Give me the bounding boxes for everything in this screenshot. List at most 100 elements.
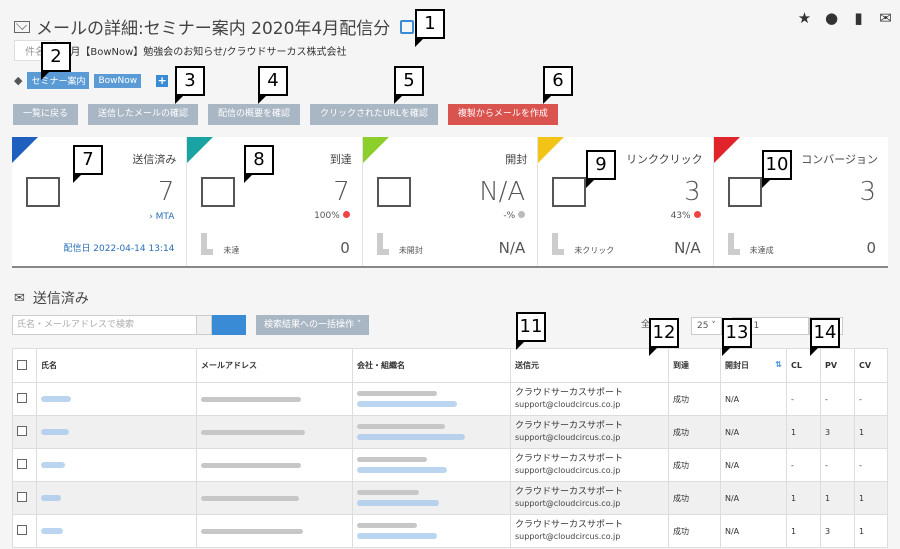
- sub-arrow-icon: [376, 233, 389, 255]
- edit-icon[interactable]: [400, 19, 415, 34]
- section-title: ✉ 送信済み: [14, 288, 89, 308]
- redacted-company-link[interactable]: [357, 434, 465, 440]
- page-title-text: メールの詳細:セミナー案内 2020年4月配信分: [36, 19, 391, 39]
- search-dropdown[interactable]: [196, 315, 212, 335]
- bulk-action-button[interactable]: 検索結果への一括操作 ˅: [256, 315, 370, 335]
- check-sent-mail-button[interactable]: 送信したメールの確認: [88, 104, 199, 125]
- table-header-row: 氏名 メールアドレス 会社・組織名 送信元 到達 開封日⇅ CL PV CV: [12, 348, 888, 383]
- col-name[interactable]: 氏名: [36, 348, 197, 383]
- company-cell: [352, 514, 511, 548]
- name-cell[interactable]: [36, 448, 197, 482]
- row-checkbox[interactable]: [17, 426, 27, 436]
- status-dot-icon: [518, 211, 526, 218]
- company-cell: [352, 448, 511, 482]
- redacted-company: [357, 391, 437, 396]
- stat-label: 開封: [505, 153, 528, 166]
- name-cell[interactable]: [36, 481, 197, 515]
- row-select-cell: [12, 514, 37, 548]
- status-dot-icon: [693, 211, 701, 218]
- name-cell[interactable]: [36, 415, 197, 449]
- col-sender[interactable]: 送信元: [510, 348, 669, 383]
- col-pv[interactable]: PV: [820, 348, 855, 383]
- redacted-name[interactable]: [41, 527, 63, 534]
- mta-link[interactable]: › MTA: [149, 212, 175, 222]
- search-button[interactable]: [212, 315, 246, 335]
- sort-icon[interactable]: ⇅: [775, 360, 782, 369]
- stat-label: 到達: [329, 153, 352, 166]
- col-email[interactable]: メールアドレス: [196, 348, 353, 383]
- back-to-list-button[interactable]: 一覧に戻る: [13, 104, 79, 125]
- delivery-summary-button[interactable]: 配信の概要を確認: [208, 104, 301, 125]
- row-checkbox[interactable]: [17, 459, 27, 469]
- sub-value: 0: [866, 239, 877, 257]
- redacted-company: [357, 457, 427, 462]
- redacted-name[interactable]: [41, 395, 71, 402]
- page-input[interactable]: 1: [747, 317, 810, 335]
- clicked-urls-button[interactable]: クリックされたURLを確認: [310, 104, 438, 125]
- total-label: 全: [641, 320, 651, 330]
- company-cell: [352, 415, 511, 449]
- stat-value: 7: [333, 177, 350, 207]
- duplicate-mail-button[interactable]: 複製からメールを作成: [447, 104, 558, 125]
- redacted-email: [201, 462, 301, 468]
- redacted-company-link[interactable]: [357, 467, 447, 473]
- redacted-company-link[interactable]: [357, 401, 457, 407]
- row-checkbox[interactable]: [17, 492, 27, 502]
- col-cv[interactable]: CV: [854, 348, 888, 383]
- select-all-cell: [12, 348, 37, 383]
- pv-cell: 1: [820, 481, 855, 515]
- redacted-name[interactable]: [41, 428, 69, 435]
- callout-2: 2: [41, 42, 71, 80]
- envelope-icon[interactable]: ✉: [879, 9, 892, 27]
- open-mail-icon: [376, 177, 411, 207]
- redacted-company-link[interactable]: [357, 533, 437, 539]
- callout-1: 1: [415, 9, 445, 47]
- add-tag-button[interactable]: +: [156, 73, 169, 87]
- callout-4: 4: [258, 66, 288, 104]
- cl-cell: 1: [786, 481, 821, 515]
- col-arrival[interactable]: 到達: [668, 348, 721, 383]
- col-company[interactable]: 会社・組織名: [352, 348, 511, 383]
- callout-7: 7: [73, 145, 103, 183]
- name-cell[interactable]: [36, 382, 197, 416]
- tag-item[interactable]: BowNow: [94, 73, 142, 88]
- redacted-name[interactable]: [41, 461, 65, 468]
- email-cell: [196, 448, 353, 482]
- tag-item[interactable]: セミナー案内: [27, 72, 90, 89]
- stat-percent: 43%: [671, 211, 701, 221]
- row-select-cell: [12, 481, 37, 515]
- user-icon[interactable]: ●: [824, 9, 839, 27]
- stat-label: 送信済み: [132, 153, 177, 166]
- sub-arrow-icon: [201, 233, 214, 255]
- star-icon[interactable]: ★: [797, 9, 812, 27]
- pv-cell: -: [820, 382, 855, 416]
- redacted-name[interactable]: [41, 494, 61, 501]
- pv-cell: -: [820, 448, 855, 482]
- row-select-cell: [12, 382, 37, 416]
- redacted-company: [357, 424, 445, 429]
- row-checkbox[interactable]: [17, 525, 27, 535]
- row-checkbox[interactable]: [17, 393, 27, 403]
- stat-label: リンククリック: [626, 153, 703, 166]
- corner-mark: [362, 137, 389, 163]
- redacted-company-link[interactable]: [357, 500, 439, 506]
- name-cell[interactable]: [36, 514, 197, 548]
- building-icon[interactable]: ▮: [854, 9, 863, 27]
- search-input[interactable]: 氏名・メールアドレスで検索: [12, 315, 206, 335]
- select-all-checkbox[interactable]: [17, 359, 27, 370]
- per-page-select[interactable]: 25 ˅: [691, 317, 722, 335]
- arrival-cell: 成功: [668, 448, 721, 482]
- cv-cell: -: [854, 382, 888, 416]
- sub-label: 未達: [223, 246, 240, 255]
- section-title-text: 送信済み: [32, 291, 89, 307]
- corner-mark: [713, 137, 740, 163]
- action-buttons: 一覧に戻る 送信したメールの確認 配信の概要を確認 クリックされたURLを確認 …: [13, 104, 558, 125]
- sub-label: 未クリック: [574, 246, 615, 255]
- stat-card-click: リンククリック 3 43% 未クリック N/A: [538, 137, 714, 266]
